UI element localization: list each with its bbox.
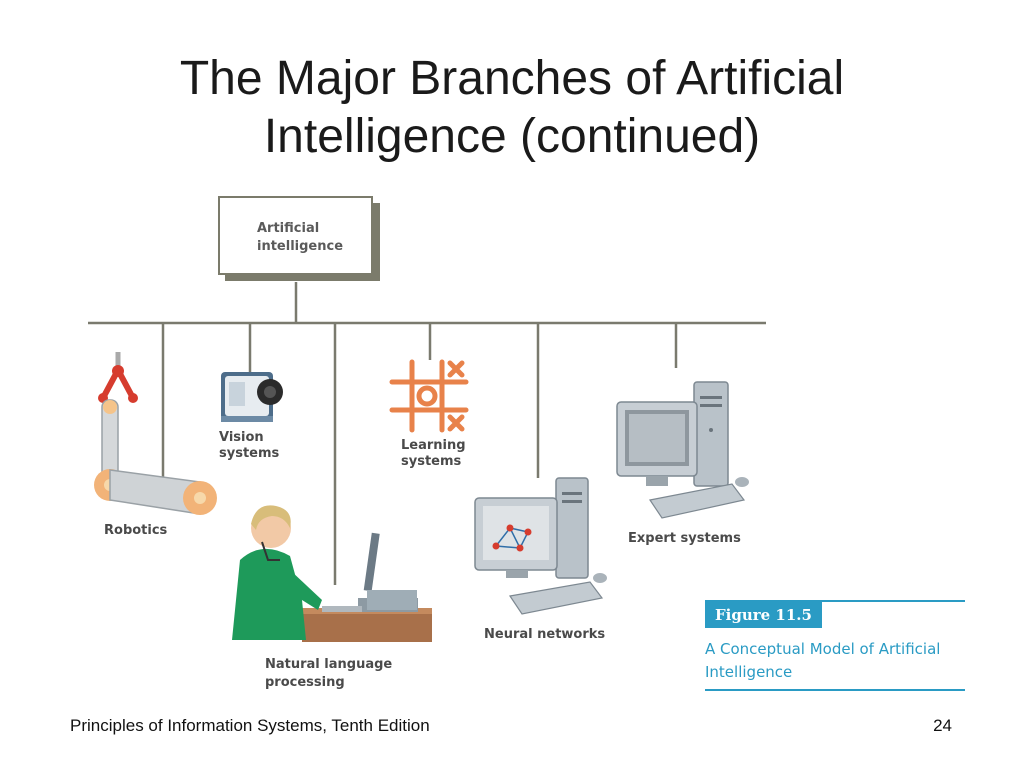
label-neural: Neural networks: [484, 627, 605, 642]
root-label-line-2: intelligence: [257, 239, 343, 254]
slide-title: The Major Branches of Artificial Intelli…: [0, 50, 1024, 166]
root-node: Artificial intelligence: [218, 196, 380, 281]
label-vision-line-2: systems: [219, 446, 280, 461]
root-node-box: [218, 196, 373, 275]
figure-bottom-rule: [705, 689, 965, 691]
figure-top-rule: [705, 600, 965, 602]
page-number: 24: [933, 716, 952, 735]
camera-icon: [221, 372, 283, 422]
label-expert: Expert systems: [628, 531, 741, 546]
label-learning-line-1: Learning: [401, 438, 466, 453]
root-label-line-1: Artificial: [257, 221, 319, 236]
figure-caption: A Conceptual Model of Artificial Intelli…: [705, 638, 965, 684]
tic-tac-toe-icon: [389, 359, 469, 433]
figure-caption-block: Figure 11.5 A Conceptual Model of Artifi…: [705, 600, 965, 692]
label-nlp-line-1: Natural language: [265, 657, 392, 672]
computer-icon: [616, 381, 749, 519]
label-robotics: Robotics: [104, 523, 168, 538]
figure-caption-line-1: A Conceptual Model of Artificial: [705, 640, 941, 658]
title-line-2: Intelligence (continued): [263, 110, 761, 163]
figure-number: Figure 11.5: [705, 602, 822, 628]
person-at-computer-icon: [232, 505, 432, 642]
label-nlp-line-2: processing: [265, 675, 345, 690]
label-vision-line-1: Vision: [219, 430, 264, 445]
footer-book-title: Principles of Information Systems, Tenth…: [70, 716, 430, 735]
title-line-1: The Major Branches of Artificial: [179, 52, 845, 105]
connector-lines: [88, 282, 766, 585]
figure-caption-line-2: Intelligence: [705, 663, 793, 681]
label-learning-line-2: systems: [401, 454, 462, 469]
computer-network-icon: [474, 477, 607, 615]
robot-arm-icon: [94, 352, 217, 515]
